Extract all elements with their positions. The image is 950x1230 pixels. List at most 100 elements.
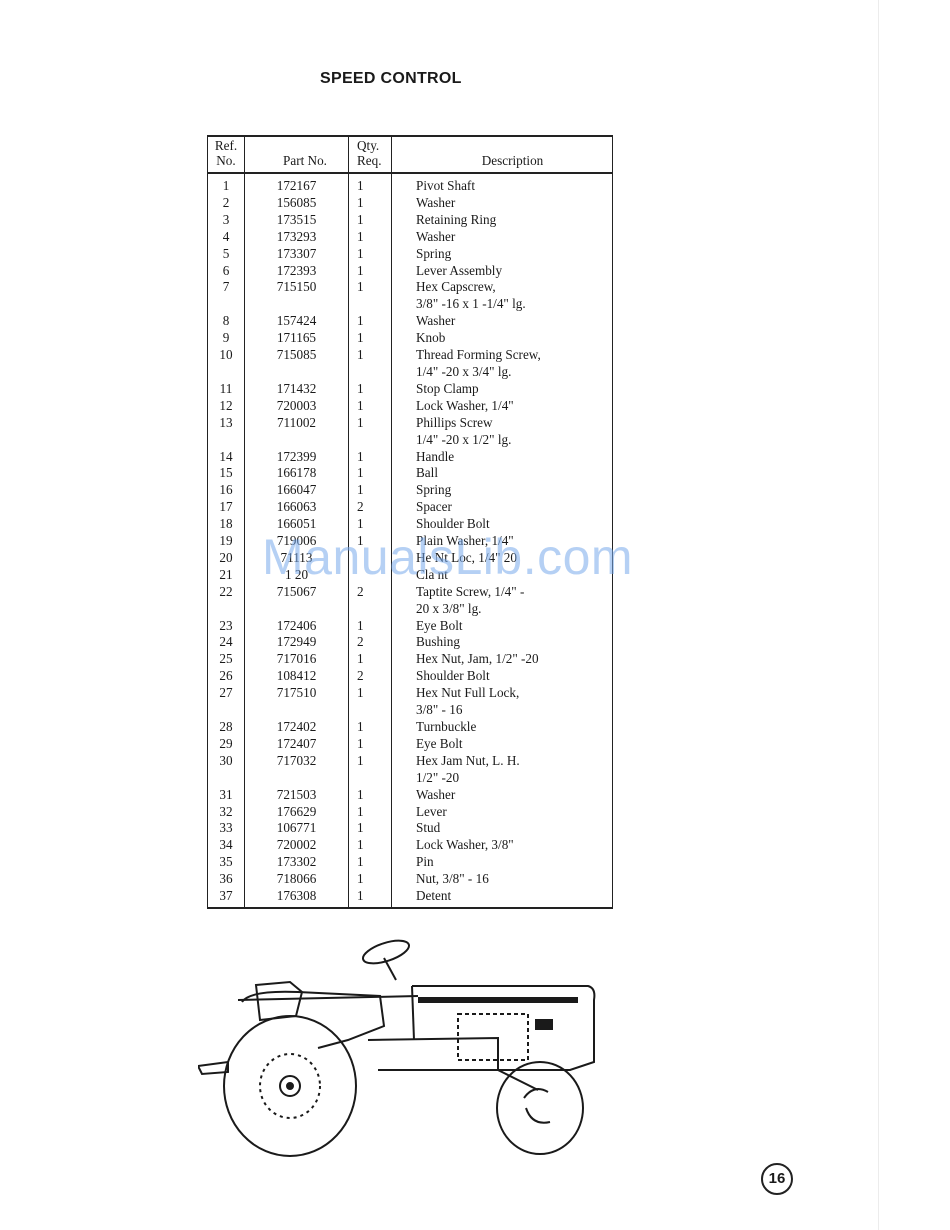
cell-qty: 1 — [348, 516, 392, 534]
cell-ref-no: 10 — [207, 347, 245, 364]
cell-description: 1/4" -20 x 3/4" lg. — [391, 363, 613, 381]
cell-ref-no: 31 — [207, 786, 245, 804]
cell-ref-no: 23 — [207, 617, 245, 635]
cell-part-no: 172402 — [244, 719, 349, 736]
cell-part-no: 172167 — [244, 173, 349, 195]
parts-table: Ref. No. Part No. Qty. Req. Description … — [207, 135, 613, 909]
cell-part-no — [244, 600, 349, 618]
cell-description: Shoulder Bolt — [391, 516, 613, 534]
cell-part-no: 172406 — [244, 617, 349, 635]
cell-qty: 1 — [348, 313, 392, 331]
cell-qty: 1 — [348, 752, 392, 770]
cell-qty: 1 — [348, 465, 392, 483]
cell-ref-no — [207, 363, 245, 381]
cell-qty: 1 — [348, 837, 392, 855]
cell-qty: 1 — [348, 482, 392, 500]
cell-ref-no: 13 — [207, 414, 245, 432]
cell-part-no: 71113 — [244, 549, 349, 567]
cell-qty — [348, 566, 392, 584]
cell-part-no: 171165 — [244, 330, 349, 348]
cell-part-no: 172949 — [244, 634, 349, 652]
cell-qty: 1 — [348, 330, 392, 348]
cell-part-no: 172407 — [244, 735, 349, 753]
cell-part-no: 176629 — [244, 803, 349, 821]
cell-ref-no: 6 — [207, 262, 245, 280]
cell-ref-no: 19 — [207, 533, 245, 550]
cell-part-no: 715085 — [244, 347, 349, 364]
cell-description: He Nt Loc, 1/4" 20 — [391, 549, 613, 567]
cell-description: 1/2" -20 — [391, 769, 613, 787]
cell-description: Washer — [391, 228, 613, 246]
header-description: Description — [391, 135, 613, 174]
cell-part-no: 711002 — [244, 414, 349, 432]
cell-qty: 1 — [348, 803, 392, 821]
cell-description: Hex Capscrew, — [391, 279, 613, 297]
cell-description: Cla nt — [391, 566, 613, 584]
cell-part-no — [244, 702, 349, 719]
cell-qty: 1 — [348, 279, 392, 297]
header-qty-line1: Qty. — [357, 138, 380, 153]
cell-ref-no: 26 — [207, 668, 245, 686]
cell-description: Hex Nut, Jam, 1/2" -20 — [391, 651, 613, 669]
cell-qty: 1 — [348, 228, 392, 246]
cell-qty — [348, 769, 392, 787]
cell-description: Bushing — [391, 634, 613, 652]
cell-part-no: 173515 — [244, 211, 349, 229]
cell-ref-no — [207, 702, 245, 719]
cell-ref-no — [207, 431, 245, 449]
cell-description: Detent — [391, 888, 613, 909]
cell-ref-no — [207, 600, 245, 618]
cell-ref-no: 37 — [207, 888, 245, 909]
cell-ref-no: 28 — [207, 719, 245, 736]
cell-qty: 1 — [348, 820, 392, 838]
header-qty-line2: Req. — [357, 153, 382, 168]
cell-description: Turnbuckle — [391, 719, 613, 736]
cell-ref-no: 34 — [207, 837, 245, 855]
header-ref-no: Ref. No. — [207, 135, 245, 174]
cell-qty: 1 — [348, 414, 392, 432]
cell-description: Ball — [391, 465, 613, 483]
cell-qty: 1 — [348, 380, 392, 398]
cell-qty — [348, 363, 392, 381]
cell-description: Eye Bolt — [391, 617, 613, 635]
cell-description: Knob — [391, 330, 613, 348]
cell-description: Nut, 3/8" - 16 — [391, 871, 613, 889]
cell-qty — [348, 296, 392, 314]
cell-qty: 1 — [348, 651, 392, 669]
cell-part-no: 720002 — [244, 837, 349, 855]
cell-description: Thread Forming Screw, — [391, 347, 613, 364]
cell-part-no: 173293 — [244, 228, 349, 246]
cell-description: Eye Bolt — [391, 735, 613, 753]
page-edge-line — [878, 0, 879, 1230]
cell-ref-no: 33 — [207, 820, 245, 838]
cell-ref-no: 2 — [207, 194, 245, 212]
cell-description: Handle — [391, 448, 613, 466]
cell-description: Lever Assembly — [391, 262, 613, 280]
cell-description: Washer — [391, 786, 613, 804]
cell-part-no — [244, 363, 349, 381]
cell-description: Taptite Screw, 1/4" - — [391, 583, 613, 601]
cell-qty: 1 — [348, 262, 392, 280]
cell-qty: 1 — [348, 448, 392, 466]
cell-qty: 1 — [348, 533, 392, 550]
